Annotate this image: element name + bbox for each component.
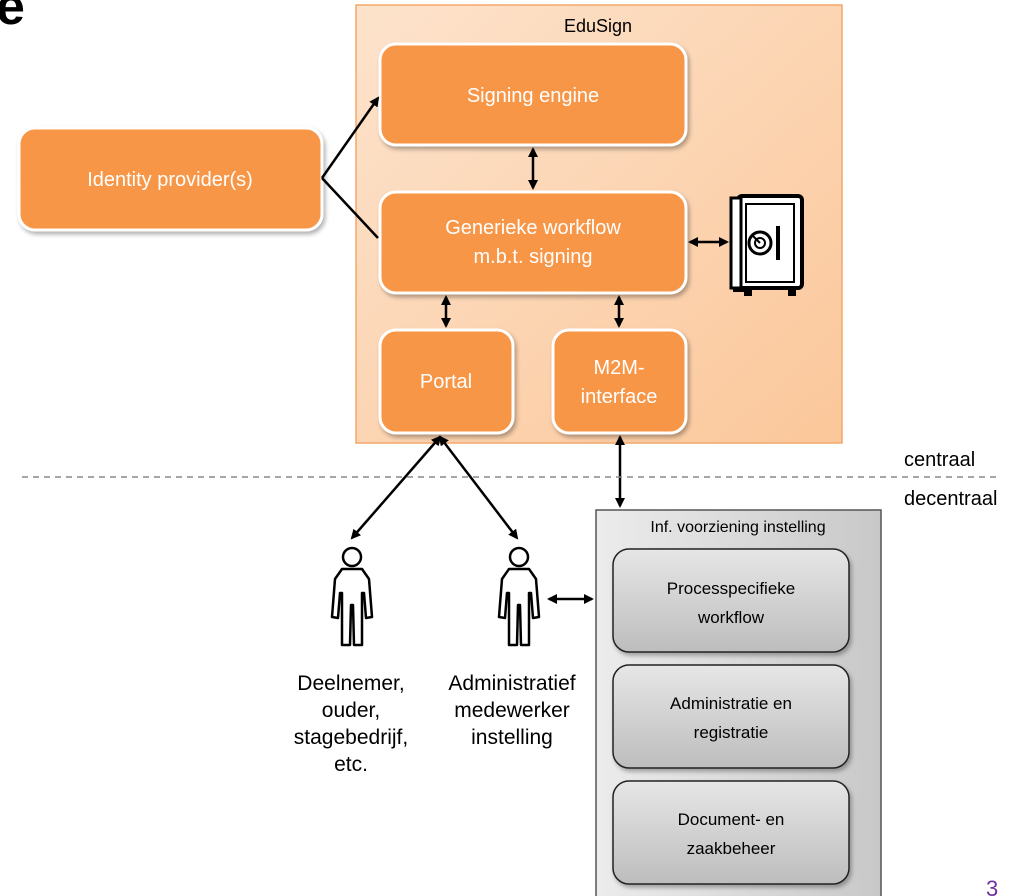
participant-label: Deelnemer, ouder, stagebedrijf, etc.: [294, 672, 408, 776]
admin-line1: Administratief: [448, 672, 575, 695]
workflow-label-line2: m.b.t. signing: [474, 246, 593, 268]
person-icon: [330, 546, 374, 647]
portal-box: Portal: [378, 328, 515, 435]
administration-line1: Administratie en: [670, 694, 792, 713]
safe-icon: [729, 194, 804, 296]
page-number: 3: [986, 876, 998, 896]
workflow-box: Generieke workflow m.b.t. signing: [378, 190, 688, 295]
admin-label: Administratief medewerker instelling: [448, 672, 575, 749]
process-workflow-line1: Processpecifieke: [667, 579, 796, 598]
identity-provider-label: Identity provider(s): [87, 169, 253, 191]
connectors: [320, 96, 729, 604]
person-icon: [497, 546, 541, 647]
idp-to-workflow-line: [321, 177, 379, 239]
participant-line1: Deelnemer,: [297, 672, 404, 695]
participant-line2: ouder,: [322, 699, 380, 722]
m2m-label-line1: M2M-: [593, 357, 644, 379]
document-line2: zaakbeheer: [687, 839, 776, 858]
m2m-interface-box: M2M- interface: [551, 328, 688, 435]
administration-line2: registratie: [694, 723, 769, 742]
process-workflow-box: Processpecifieke workflow: [612, 548, 850, 653]
admin-line2: medewerker: [454, 699, 570, 722]
admin-line3: instelling: [471, 726, 553, 749]
institution-title: Inf. voorziening instelling: [650, 519, 825, 536]
workflow-label-line1: Generieke workflow: [445, 217, 621, 239]
participant-line4: etc.: [334, 753, 368, 776]
idp-to-signing-arrow: [320, 96, 380, 179]
process-workflow-line2: workflow: [697, 608, 765, 627]
document-box: Document- en zaakbeheer: [612, 780, 850, 885]
administration-box: Administratie en registratie: [612, 664, 850, 769]
signing-engine-label: Signing engine: [467, 85, 599, 107]
corner-text: e: [0, 0, 25, 36]
portal-label: Portal: [420, 371, 472, 393]
signing-engine-box: Signing engine: [378, 42, 688, 147]
centraal-label: centraal: [904, 449, 975, 471]
document-line1: Document- en: [678, 810, 785, 829]
participant-line3: stagebedrijf,: [294, 726, 408, 749]
identity-provider-box: Identity provider(s): [17, 126, 324, 232]
m2m-label-line2: interface: [581, 386, 658, 408]
edusign-title: EduSign: [564, 16, 632, 36]
portal-admin-arrow: [438, 435, 519, 540]
decentraal-label: decentraal: [904, 488, 997, 510]
portal-participant-arrow: [350, 435, 442, 540]
